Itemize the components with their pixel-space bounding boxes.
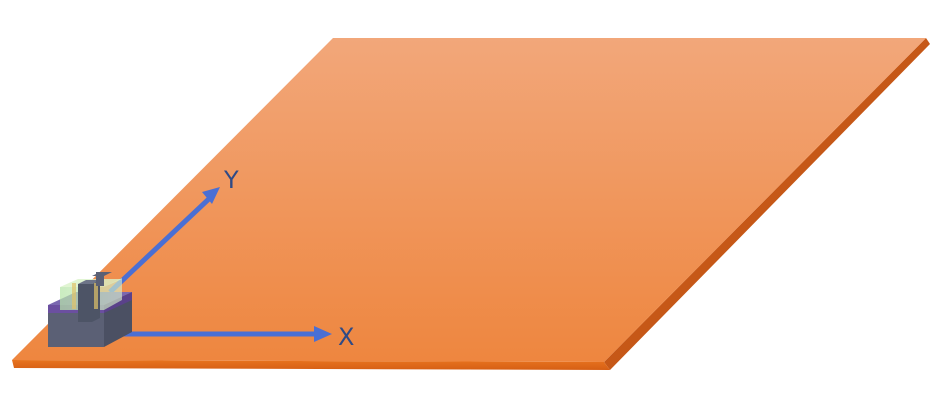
y-axis-arrow <box>108 194 214 294</box>
x-axis-arrowhead <box>314 326 332 342</box>
device-fin-top <box>78 280 100 284</box>
orange-plate <box>12 38 930 370</box>
y-axis-label: Y <box>223 166 239 194</box>
plate-front-edge <box>12 360 610 370</box>
x-axis: X <box>112 323 354 351</box>
device-gate-stripe-left <box>72 283 76 309</box>
plate-top-face <box>12 38 926 362</box>
plate-right-edge <box>604 38 930 370</box>
y-axis: Y <box>108 166 239 294</box>
y-axis-arrowhead <box>202 187 220 204</box>
device-band-side <box>104 292 132 313</box>
transistor-device <box>48 272 132 347</box>
device-top-post <box>96 272 104 286</box>
x-axis-label: X <box>338 323 354 351</box>
device-gate-stripe-right <box>94 283 98 309</box>
